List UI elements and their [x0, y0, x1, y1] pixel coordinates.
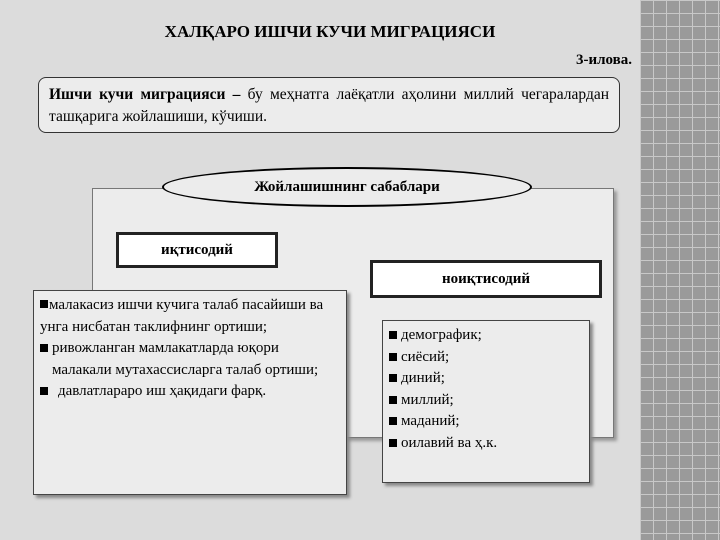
list-item: миллий; — [389, 390, 583, 412]
list-item: маданий; — [389, 411, 583, 433]
decorative-grid-strip — [640, 0, 720, 540]
square-bullet-icon — [389, 417, 397, 425]
economic-label: иқтисодий — [161, 241, 233, 258]
page-title: ХАЛҚАРО ИШЧИ КУЧИ МИГРАЦИЯСИ — [164, 22, 496, 41]
list-item: сиёсий; — [389, 347, 583, 369]
square-bullet-icon — [389, 374, 397, 382]
economic-reasons-list: малакасиз ишчи кучига талаб пасайиши ва … — [33, 290, 347, 495]
noneconomic-reasons-list: демографик; сиёсий; диний; миллий; мадан… — [382, 320, 590, 483]
reasons-title: Жойлашишнинг сабаблари — [254, 178, 440, 195]
definition-text: бу меҳнатга лаёқатли аҳолини миллий чега… — [49, 86, 609, 125]
square-bullet-icon — [389, 438, 397, 447]
square-bullet-icon — [40, 300, 48, 308]
definition-term: Ишчи кучи миграцияси – — [49, 86, 241, 103]
list-item: давлатлараро иш ҳақидаги фарқ. — [40, 381, 340, 403]
noneconomic-label: ноиқтисодий — [441, 270, 531, 287]
square-bullet-icon — [40, 387, 48, 395]
list-item: диний; — [389, 368, 583, 390]
noneconomic-category-box: ноиқтисодий — [370, 260, 602, 298]
square-bullet-icon — [389, 331, 397, 339]
square-bullet-icon — [389, 352, 397, 361]
square-bullet-icon — [40, 344, 48, 352]
economic-category-box: иқтисодий — [116, 232, 278, 268]
figure-reference: 3-илова. — [575, 52, 632, 68]
definition-box: Ишчи кучи миграцияси – бу меҳнатга лаёқа… — [38, 77, 620, 133]
list-item: демографик; — [389, 325, 583, 347]
list-item: оилавий ва ҳ.к. — [389, 433, 583, 455]
list-item: малакасиз ишчи кучига талаб пасайиши ва … — [40, 297, 324, 335]
reasons-title-ellipse: Жойлашишнинг сабаблари — [162, 167, 532, 207]
square-bullet-icon — [389, 395, 397, 404]
list-item: ривожланган мамлакатларда юқори малакали… — [40, 338, 340, 381]
